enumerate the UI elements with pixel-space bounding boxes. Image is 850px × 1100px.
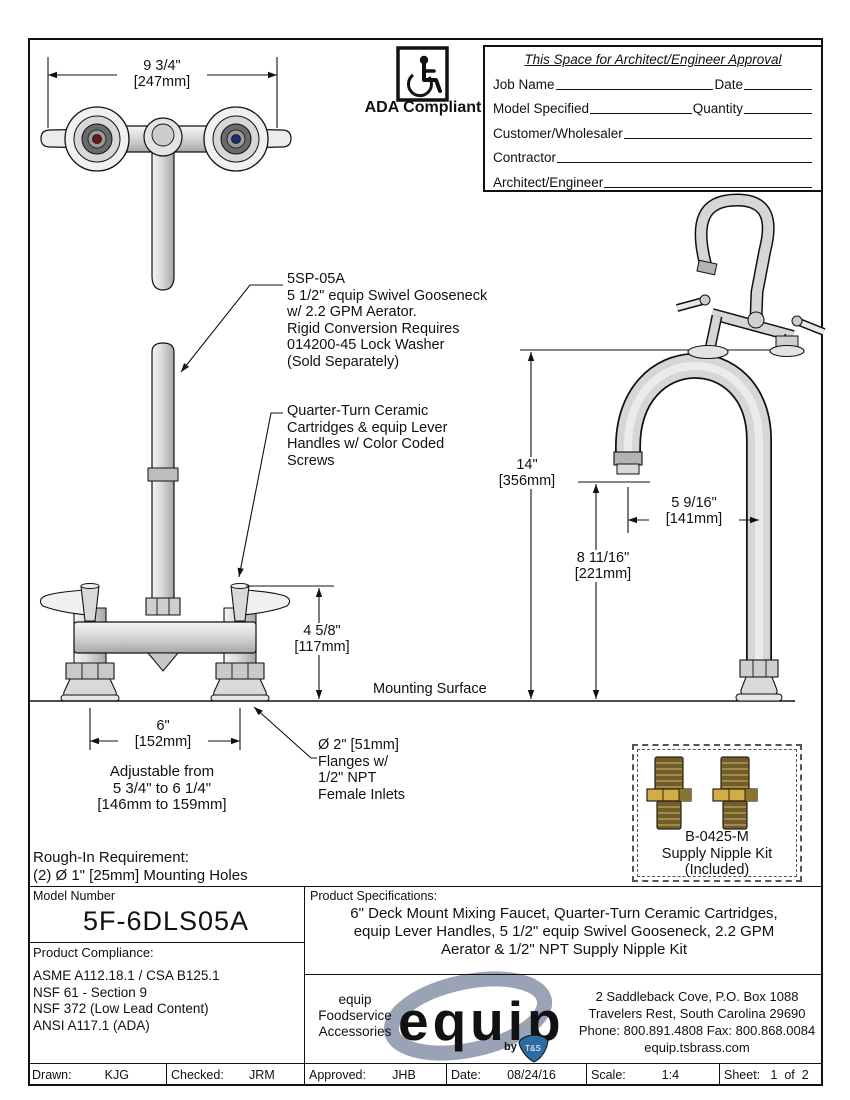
approval-block: This Space for Architect/Engineer Approv… [483,45,823,192]
approval-row-contractor: Contractor [493,141,813,165]
dim-spout-reach: 5 9/16" [141mm] [649,495,739,527]
callout-flange: Ø 2" [51mm] Flanges w/ 1/2" NPT Female I… [318,737,406,803]
specs-text: 6" Deck Mount Mixing Faucet, Quarter-Tur… [350,905,778,958]
footer-checked: Checked:JRM [167,1064,305,1086]
footer-approved: Approved:JHB [305,1064,447,1086]
compliance-cell: Product Compliance: ASME A112.18.1 / CSA… [28,943,305,1063]
dim-center-width: 6" [152mm] [118,718,208,750]
flange-leader [253,706,317,759]
supply-nipple-kit-box: B-0425-M Supply Nipple Kit (Included) [632,744,802,882]
footer-drawn: Drawn:KJG [28,1064,167,1086]
page-border [28,38,823,1086]
title-block-footer: Drawn:KJG Checked:JRM Approved:JHB Date:… [28,1063,823,1086]
ts-shield-text: T&S [525,1044,541,1053]
nipple-left [646,756,692,830]
model-number: 5F-6DLS05A [82,906,250,936]
brand-cell: equip Foodservice Accessories 2 Saddleba… [305,975,823,1063]
model-number-label: Model Number [33,889,115,903]
footer-scale: Scale:1:4 [587,1064,720,1086]
signature-line [744,80,812,90]
signature-line [555,80,714,90]
ts-shield [518,1034,549,1063]
isometric-view-drawing [675,193,826,360]
dim-top-width: 9 3/4" [247mm] [117,58,207,90]
supply-nipple-art [646,756,758,830]
cold-handle-hub [203,106,269,172]
supply-nipple-kit-inner-border [637,749,797,877]
dim-spout-height: 8 11/16" [221mm] [558,550,648,582]
compliance-label: Product Compliance: [33,945,154,960]
approval-row-architect: Architect/Engineer [493,165,813,190]
signature-line [604,178,812,188]
side-view-drawing [613,352,783,702]
mounting-surface-label: Mounting Surface [373,681,487,697]
dim-total-height: 14" [356mm] [487,457,567,489]
rough-in-note: Rough-In Requirement: (2) Ø 1" [25mm] Mo… [33,849,248,884]
signature-line [623,129,812,139]
approval-row-jobname: Job Name Date [493,67,813,92]
cartridge-leader [237,412,283,578]
specs-cell: Product Specifications: 6" Deck Mount Mi… [305,886,823,975]
dim-body-height: 4 5/8" [117mm] [282,623,362,655]
signature-line [557,153,812,163]
ada-compliant-label: ADA Compliant [364,99,482,116]
gooseneck-leader [180,284,283,373]
approval-row-model: Model Specified Quantity [493,92,813,116]
callout-cartridge: Quarter-Turn Ceramic Cartridges & equip … [287,403,448,469]
equip-logo: equip by T&S [383,971,561,1063]
adjustable-note: Adjustable from 5 3/4" to 6 1/4" [146mm … [97,763,227,813]
brand-tagline: equip Foodservice Accessories [318,992,392,1039]
compliance-list: ASME A112.18.1 / CSA B125.1 NSF 61 - Sec… [33,968,220,1033]
footer-sheet: Sheet:1 of 2 [724,1068,809,1082]
signature-line [744,104,812,114]
footer-date: Date:08/24/16 [447,1064,587,1086]
top-view-drawing [40,106,292,291]
supply-nipple-kit-label: B-0425-M Supply Nipple Kit (Included) [661,829,773,878]
model-number-cell: Model Number 5F-6DLS05A [28,886,305,943]
approval-row-customer: Customer/Wholesaler [493,116,813,141]
logo-by-text: by [504,1041,518,1053]
specs-label: Product Specifications: [310,889,438,903]
callout-gooseneck: 5SP-05A 5 1/2" equip Swivel Gooseneck w/… [287,271,488,370]
approval-title: This Space for Architect/Engineer Approv… [524,52,782,67]
cold-index-screw [231,134,241,144]
ada-icon [396,46,449,102]
front-view-drawing [39,342,291,702]
hot-handle-hub [64,106,130,172]
signature-line [590,104,692,114]
nipple-right [712,756,758,830]
hot-index-screw [92,134,102,144]
brand-address: 2 Saddleback Cove, P.O. Box 1088 Travele… [578,989,816,1055]
